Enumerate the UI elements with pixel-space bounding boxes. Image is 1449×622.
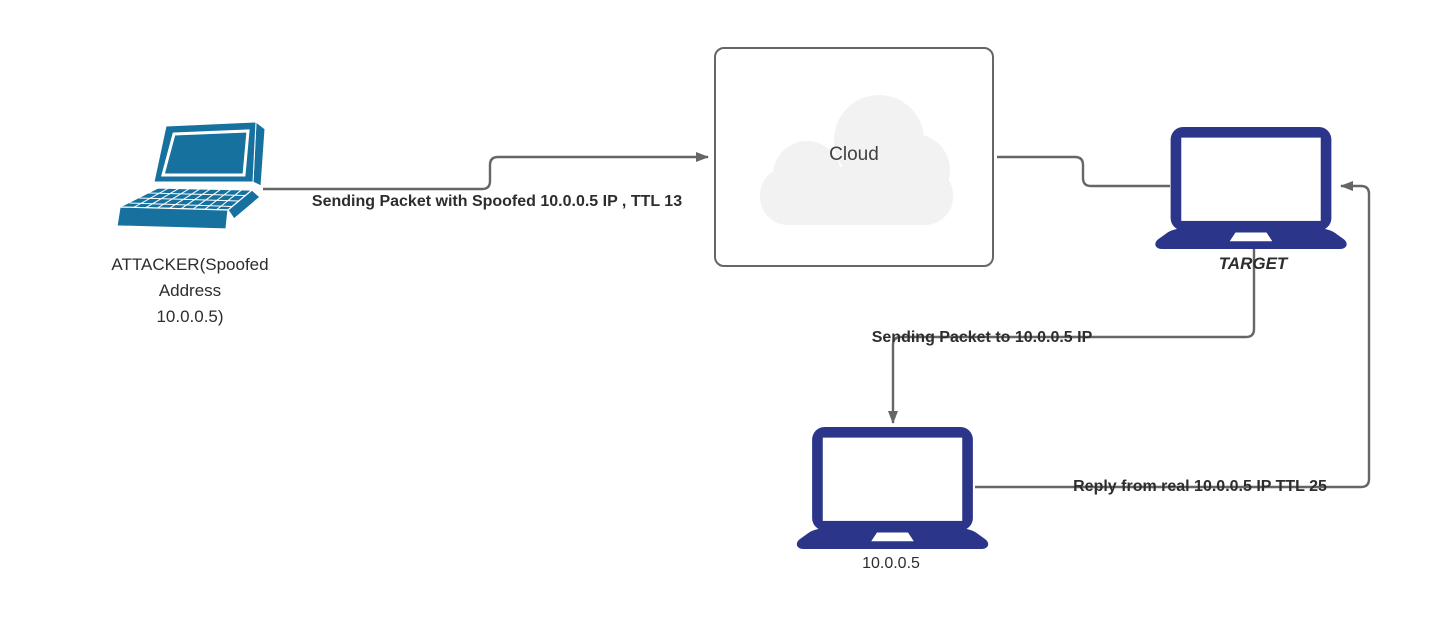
target-label: TARGET [1218,254,1288,273]
edge-label-reply-from-host: Reply from real 10.0.0.5 IP TTL 25 [1073,478,1327,495]
edge-label-packet-to-host: Sending Packet to 10.0.0.5 IP [871,329,1093,346]
real-host-label: 10.0.0.5 [862,555,920,572]
edge-label-spoofed-packet: Sending Packet with Spoofed 10.0.0.5 IP … [311,193,683,210]
edge-target-to-host [888,249,1256,424]
cloud-node: Cloud [714,47,994,267]
real-host-laptop-icon [796,426,989,549]
attacker-label-line1: ATTACKER(Spoofed [111,255,269,274]
attacker-label: ATTACKER(Spoofed Address 10.0.0.5) [75,252,305,330]
cloud-label: Cloud [829,144,879,165]
target-laptop-icon [1155,126,1347,249]
edge-host-to-target [975,181,1371,489]
attacker-label-line2: Address [158,281,222,300]
edge-cloud-to-target [997,155,1170,188]
attacker-label-line3: 10.0.0.5) [156,307,224,326]
cloud-icon [760,95,953,225]
attacker-laptop-icon [116,121,266,230]
edge-attacker-to-cloud [263,152,709,191]
